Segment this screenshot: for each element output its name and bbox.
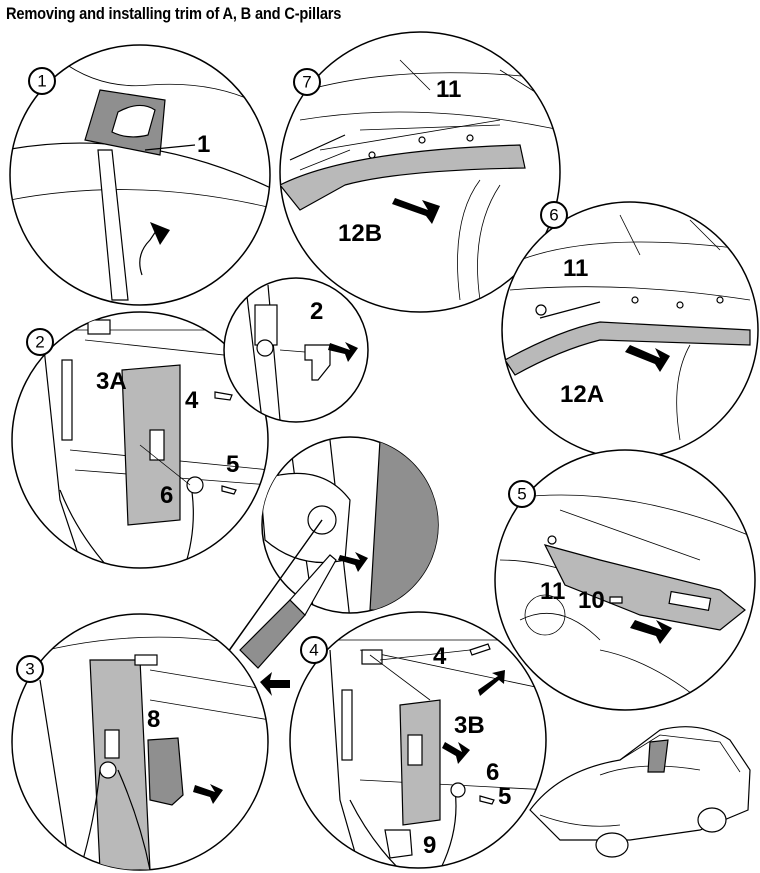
step-7-badge: 7 [293,68,321,96]
part-label: 5 [226,451,239,478]
page-title: Removing and installing trim of A, B and… [6,4,342,23]
part-label: 12B [338,220,382,247]
svg-text:4: 4 [309,641,318,660]
part-label: 4 [185,387,199,414]
c-pillar-trim-12b [280,144,526,211]
cover-8 [147,737,184,806]
part-label: 11 [540,578,565,605]
svg-text:2: 2 [35,333,44,352]
pillar-detail [369,439,438,611]
part-label: 3A [96,368,127,395]
panel-step-7 [279,31,561,313]
bolt-5-p4 [479,795,495,805]
panel-step-5 [494,449,756,711]
c-pillar-trim-12a [504,321,751,376]
part-label: 11 [436,76,461,103]
svg-text:7: 7 [302,73,311,92]
lever-arrow [139,227,159,276]
part-label: 8 [147,706,160,733]
clip-11 [535,304,547,316]
car-illustration [529,726,751,858]
panel-step-1 [9,44,271,306]
removal-arrow-5 [630,620,672,644]
part-label: 1 [197,131,210,158]
screwdriver-blade [97,149,129,301]
screw-4-p4 [469,643,491,656]
part-label: 4 [433,643,447,670]
clip-10 [609,596,623,604]
part-label: 6 [160,482,173,509]
part-label: 11 [563,255,588,282]
clip-11-p5 [547,535,557,545]
screwdriver-handle [239,599,306,669]
svg-text:3: 3 [25,660,34,679]
removal-arrow-6 [625,345,670,372]
part-label: 2 [310,298,323,325]
part-label: 6 [486,759,499,786]
cover-9 [384,829,413,859]
removal-arrow-7 [392,198,440,224]
car-pillar-highlight [647,739,669,773]
part-label: 12A [560,381,604,408]
svg-text:6: 6 [549,206,558,225]
step-5-badge: 5 [508,480,536,508]
panel-step-6 [501,201,759,459]
step-2-badge: 2 [26,328,54,356]
panel-1-frame [9,44,271,306]
svg-text:5: 5 [517,485,526,504]
part-label: 5 [498,783,511,810]
part-label: 3B [454,712,485,739]
panel-step-3 [11,613,269,871]
push-arrow [260,672,290,696]
screw-4 [214,391,233,401]
step-1-badge: 1 [28,67,56,95]
part-label: 10 [578,587,605,614]
panel-step-4 [289,611,547,869]
b-pillar-3 [89,659,151,870]
bolt-5 [221,485,237,495]
step-3-badge: 3 [16,655,44,683]
a-pillar-trim [543,544,746,631]
panel-step-2-detail [223,277,369,423]
step-6-badge: 6 [540,201,568,229]
panel-screwdriver-detail [164,436,439,741]
part-label: 9 [423,832,436,859]
svg-text:1: 1 [37,72,46,91]
panel-step-2 [11,311,269,569]
step-4-badge: 4 [300,636,328,664]
